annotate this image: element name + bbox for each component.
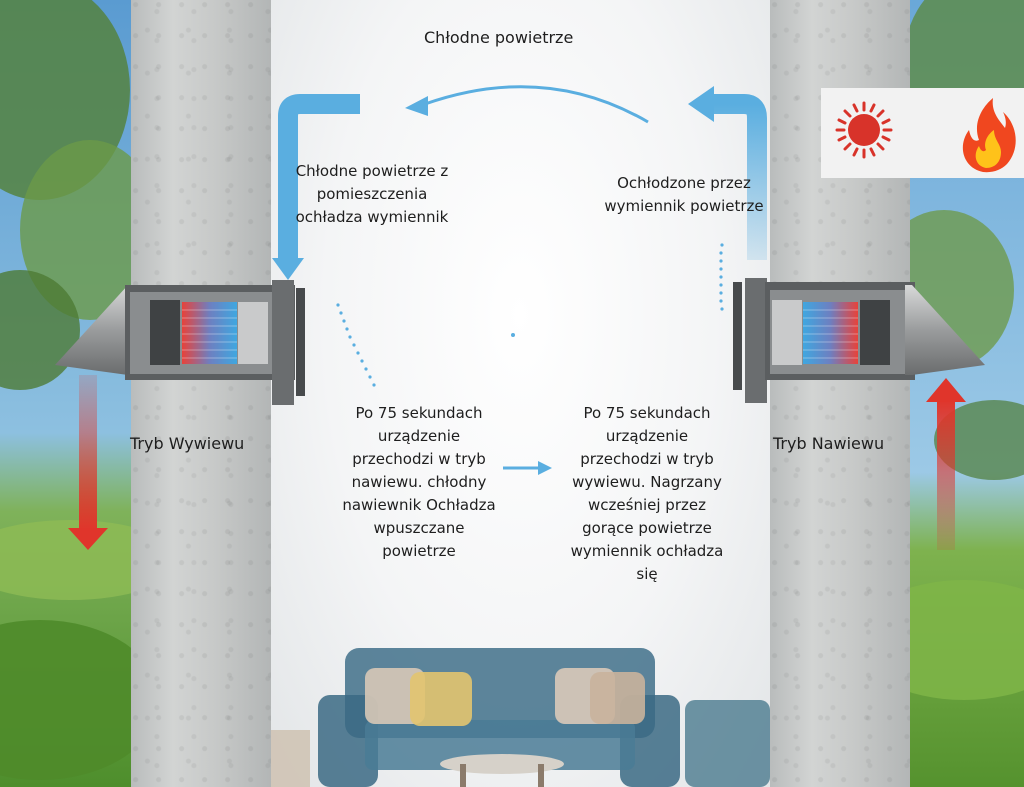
right-mode-label: Tryb Nawiewu (773, 432, 884, 455)
inner-panel-left (272, 280, 294, 405)
dotted-arc-left (336, 303, 375, 386)
warm-air-arrow-left (68, 375, 108, 550)
sun-icon (837, 103, 891, 157)
center-right-line-1: Po 75 sekundach (556, 402, 738, 425)
weather-icons (821, 88, 1024, 178)
center-right-description: Po 75 sekundach urządzenie przechodzi w … (556, 402, 738, 586)
center-right-line-5: wcześniej przez (556, 494, 738, 517)
center-left-line-2: urządzenie (328, 425, 510, 448)
left-room-air-label: Chłodne powietrze z pomieszczenia ochład… (286, 160, 458, 229)
right-cooled-air-label: Ochłodzone przez wymiennik powietrze (594, 172, 774, 218)
outside-hood-left (55, 285, 135, 375)
left-room-air-line-3: ochładza wymiennik (286, 206, 458, 229)
top-air-label: Chłodne powietrze (424, 26, 573, 49)
inner-panel-right (745, 278, 767, 403)
center-left-line-7: powietrze (328, 540, 510, 563)
center-left-line-6: wpuszczane (328, 517, 510, 540)
center-right-line-8: się (556, 563, 738, 586)
right-cooled-air-line-2: wymiennik powietrze (594, 195, 774, 218)
left-room-air-line-1: Chłodne powietrze z (286, 160, 458, 183)
dotted-arc-right (719, 243, 723, 310)
center-right-line-2: urządzenie (556, 425, 738, 448)
heat-exchanger-left (182, 302, 237, 364)
center-right-line-4: wywiewu. Nagrzany (556, 471, 738, 494)
center-left-line-3: przechodzi w tryb (328, 448, 510, 471)
center-left-line-4: nawiewu. chłodny (328, 471, 510, 494)
center-right-line-3: przechodzi w tryb (556, 448, 738, 471)
center-left-line-1: Po 75 sekundach (328, 402, 510, 425)
fire-icon (963, 98, 1016, 172)
center-right-line-7: wymiennik ochładza (556, 540, 738, 563)
weather-panel (821, 88, 1024, 178)
right-cooled-air-line-1: Ochłodzone przez (594, 172, 774, 195)
top-curved-arrow (405, 87, 648, 122)
warm-air-arrow-right (926, 378, 966, 550)
center-dot (511, 333, 515, 337)
center-left-line-5: nawiewnik Ochładza (328, 494, 510, 517)
center-right-line-6: gorące powietrze (556, 517, 738, 540)
left-mode-label: Tryb Wywiewu (130, 432, 244, 455)
heat-exchanger-right (803, 302, 858, 364)
outside-hood-right (905, 285, 985, 375)
center-left-description: Po 75 sekundach urządzenie przechodzi w … (328, 402, 510, 563)
mode-switch-arrow (503, 461, 552, 475)
left-room-air-line-2: pomieszczenia (286, 183, 458, 206)
